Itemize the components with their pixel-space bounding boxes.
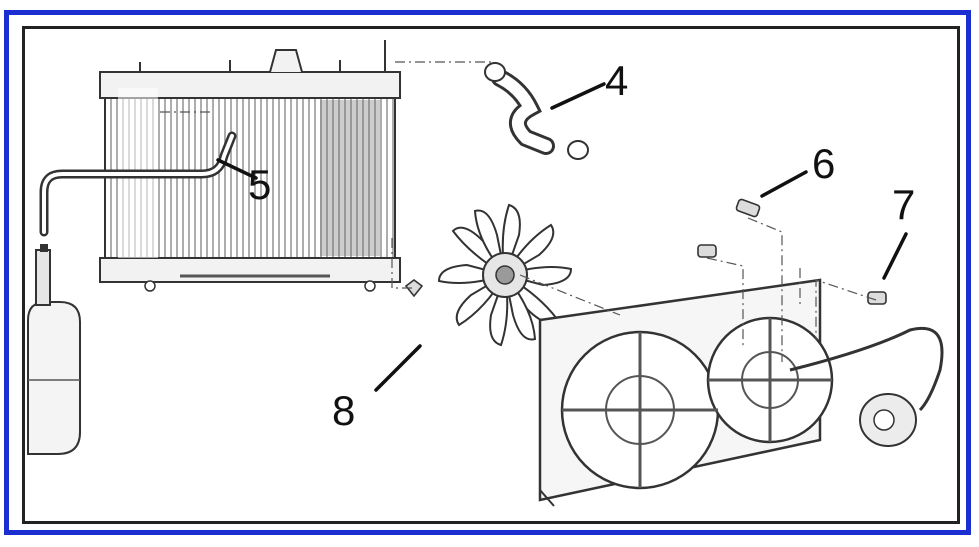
callout-5: 5 xyxy=(248,161,272,208)
callout-8: 8 xyxy=(332,387,356,434)
callout-6: 6 xyxy=(812,140,836,187)
callout-leaders xyxy=(216,82,908,392)
upper-radiator-hose xyxy=(484,62,589,160)
diagram-inner-frame xyxy=(22,26,960,524)
callout-7: 7 xyxy=(892,181,916,228)
coolant-reservoir xyxy=(27,244,81,455)
fan-shroud xyxy=(538,278,834,507)
alignment-lines xyxy=(160,111,877,362)
fan-motor xyxy=(789,327,944,447)
bolts xyxy=(404,198,887,305)
cooling-fan xyxy=(437,203,573,347)
callout-4: 4 xyxy=(605,57,629,104)
radiator xyxy=(99,40,401,292)
